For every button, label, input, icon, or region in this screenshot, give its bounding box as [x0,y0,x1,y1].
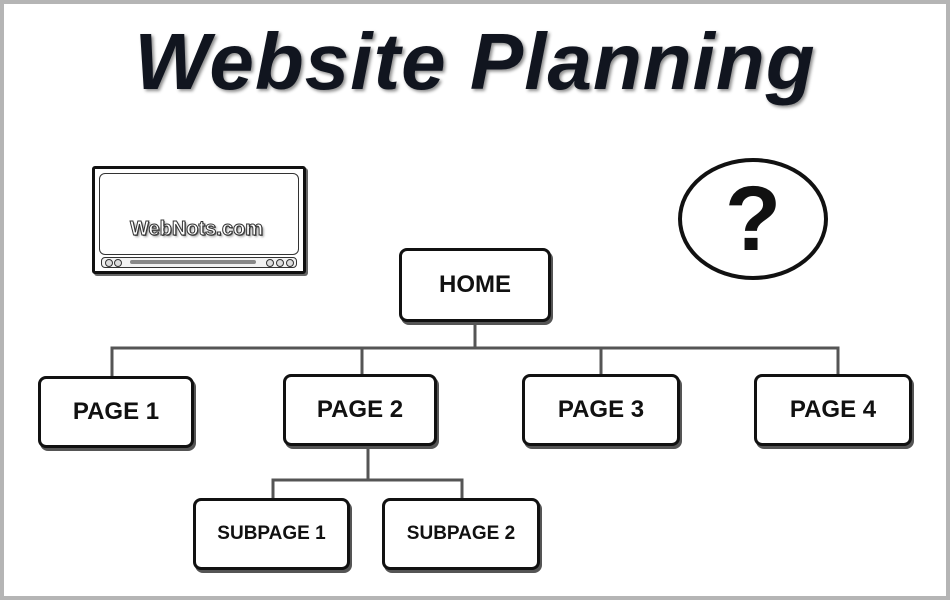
monitor-dot-icon [286,259,294,267]
monitor-progress-track [130,260,256,264]
watermark-logo: WebNots.com [130,218,264,241]
question-mark-icon: ? [678,158,828,280]
monitor-dot-icon [114,259,122,267]
monitor-control-bar [101,257,297,268]
node-subpage-1: SUBPAGE 1 [193,498,350,570]
node-page-2: PAGE 2 [283,374,437,446]
monitor-dot-icon [105,259,113,267]
node-page-3: PAGE 3 [522,374,680,446]
page-title: Website Planning [134,17,816,106]
monitor-dot-icon [266,259,274,267]
monitor-dot-icon [276,259,284,267]
monitor-screen [99,173,299,255]
node-page-4: PAGE 4 [754,374,912,446]
question-mark-symbol: ? [724,168,782,270]
node-subpage-2: SUBPAGE 2 [382,498,540,570]
node-home: HOME [399,248,551,322]
node-page-1: PAGE 1 [38,376,194,448]
monitor-icon [92,166,306,274]
